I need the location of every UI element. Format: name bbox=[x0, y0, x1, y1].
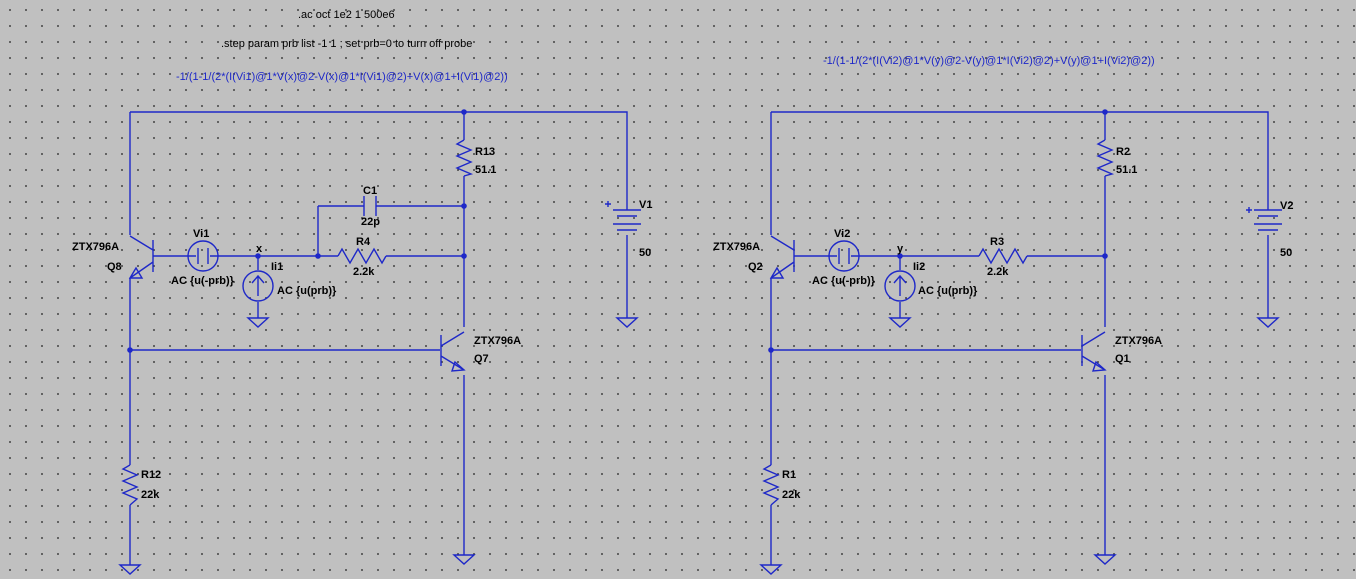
q1-model: ZTX796A bbox=[1115, 335, 1162, 347]
step-directive[interactable]: .step param prb list -1 1 ; set prb=0 to… bbox=[221, 38, 472, 50]
junction-dot bbox=[315, 253, 321, 259]
transistor-q1[interactable] bbox=[1081, 331, 1107, 372]
supply-v1[interactable] bbox=[605, 201, 641, 240]
r13-name: R13 bbox=[475, 146, 495, 158]
r4-name: R4 bbox=[356, 236, 371, 248]
junction-dot bbox=[461, 253, 467, 259]
junction-dot bbox=[127, 347, 133, 353]
resistor-r2[interactable] bbox=[1096, 139, 1115, 177]
r1-name: R1 bbox=[782, 469, 796, 481]
ground-icon bbox=[1256, 317, 1280, 328]
q2-name: Q2 bbox=[748, 261, 763, 273]
voltage-probe-vi2[interactable] bbox=[828, 240, 860, 272]
left-wires bbox=[129, 111, 628, 565]
r2-name: R2 bbox=[1116, 146, 1130, 158]
ii2-value: AC {u(prb)} bbox=[918, 285, 978, 297]
junction-dot bbox=[1102, 109, 1108, 115]
junction-dot bbox=[768, 347, 774, 353]
vi1-name: Vi1 bbox=[193, 228, 209, 240]
junction-dot bbox=[461, 203, 467, 209]
c1-value: 22p bbox=[361, 216, 380, 228]
wire-top-rail bbox=[771, 111, 1269, 205]
r12-name: R12 bbox=[141, 469, 161, 481]
ii1-value: AC {u(prb)} bbox=[277, 285, 337, 297]
node-x-label: x bbox=[256, 243, 263, 255]
supply-v2[interactable] bbox=[1246, 205, 1282, 240]
transistor-q8[interactable] bbox=[128, 235, 165, 279]
right-expression[interactable]: -1/(1-1/(2*(I(Vi2)@1*V(y)@2-V(y)@1*I(Vi2… bbox=[823, 55, 1155, 67]
ii2-name: Ii2 bbox=[913, 261, 925, 273]
resistor-r3[interactable] bbox=[978, 247, 1028, 265]
r3-value: 2.2k bbox=[987, 266, 1009, 278]
ground-icon bbox=[759, 564, 783, 575]
current-probe-ii2[interactable] bbox=[884, 270, 916, 302]
r3-name: R3 bbox=[990, 236, 1004, 248]
ii1-name: Ii1 bbox=[271, 261, 283, 273]
resistor-r12[interactable] bbox=[121, 464, 139, 506]
vi1-value: AC {u(-prb)} bbox=[171, 275, 235, 287]
v1-name: V1 bbox=[639, 199, 652, 211]
v2-name: V2 bbox=[1280, 200, 1293, 212]
ground-icon bbox=[888, 317, 912, 328]
ground-icon bbox=[1093, 554, 1117, 565]
q7-model: ZTX796A bbox=[474, 335, 521, 347]
q8-name: Q8 bbox=[107, 261, 122, 273]
ground-icon bbox=[118, 564, 142, 575]
transistor-q7[interactable] bbox=[440, 331, 466, 372]
left-expression[interactable]: -1/(1-1/(2*(I(Vi1)@1*V(x)@2-V(x)@1*I(Vi1… bbox=[176, 71, 508, 83]
r2-value: 51.1 bbox=[1116, 164, 1137, 176]
wire-top-rail bbox=[130, 111, 628, 205]
capacitor-c1[interactable] bbox=[363, 196, 377, 216]
resistor-r13[interactable] bbox=[455, 139, 474, 177]
node-y-label: y bbox=[897, 243, 904, 255]
r4-value: 2.2k bbox=[353, 266, 375, 278]
v2-value: 50 bbox=[1280, 247, 1292, 259]
voltage-probe-vi1[interactable] bbox=[187, 240, 219, 272]
junction-dot bbox=[461, 109, 467, 115]
junction-dot bbox=[255, 253, 261, 259]
v1-value: 50 bbox=[639, 247, 651, 259]
r13-value: 51.1 bbox=[475, 164, 496, 176]
transistor-q2[interactable] bbox=[769, 235, 806, 279]
q8-model: ZTX796A bbox=[72, 241, 119, 253]
c1-name: C1 bbox=[363, 185, 377, 197]
junction-dot bbox=[897, 253, 903, 259]
q7-name: Q7 bbox=[474, 353, 489, 365]
resistor-r1[interactable] bbox=[762, 464, 780, 506]
right-circuit: ZTX796A Q2 Vi2 AC {u(-prb)} y Ii2 AC {u(… bbox=[713, 109, 1293, 575]
q2-model: ZTX796A bbox=[713, 241, 760, 253]
left-circuit: ZTX796A Q8 Vi1 AC {u(-prb)} x Ii1 AC {u(… bbox=[72, 109, 652, 575]
r12-value: 22k bbox=[141, 489, 160, 501]
q1-name: Q1 bbox=[1115, 353, 1130, 365]
ground-icon bbox=[246, 317, 270, 328]
vi2-name: Vi2 bbox=[834, 228, 850, 240]
ac-directive[interactable]: .ac oct 1e2 1 500e6 bbox=[298, 9, 395, 21]
ground-icon bbox=[452, 554, 476, 565]
right-wires bbox=[770, 111, 1269, 565]
vi2-value: AC {u(-prb)} bbox=[812, 275, 876, 287]
resistor-r4[interactable] bbox=[337, 247, 387, 265]
ground-icon bbox=[615, 317, 639, 328]
r1-value: 22k bbox=[782, 489, 801, 501]
junction-dot bbox=[1102, 253, 1108, 259]
current-probe-ii1[interactable] bbox=[242, 270, 274, 302]
